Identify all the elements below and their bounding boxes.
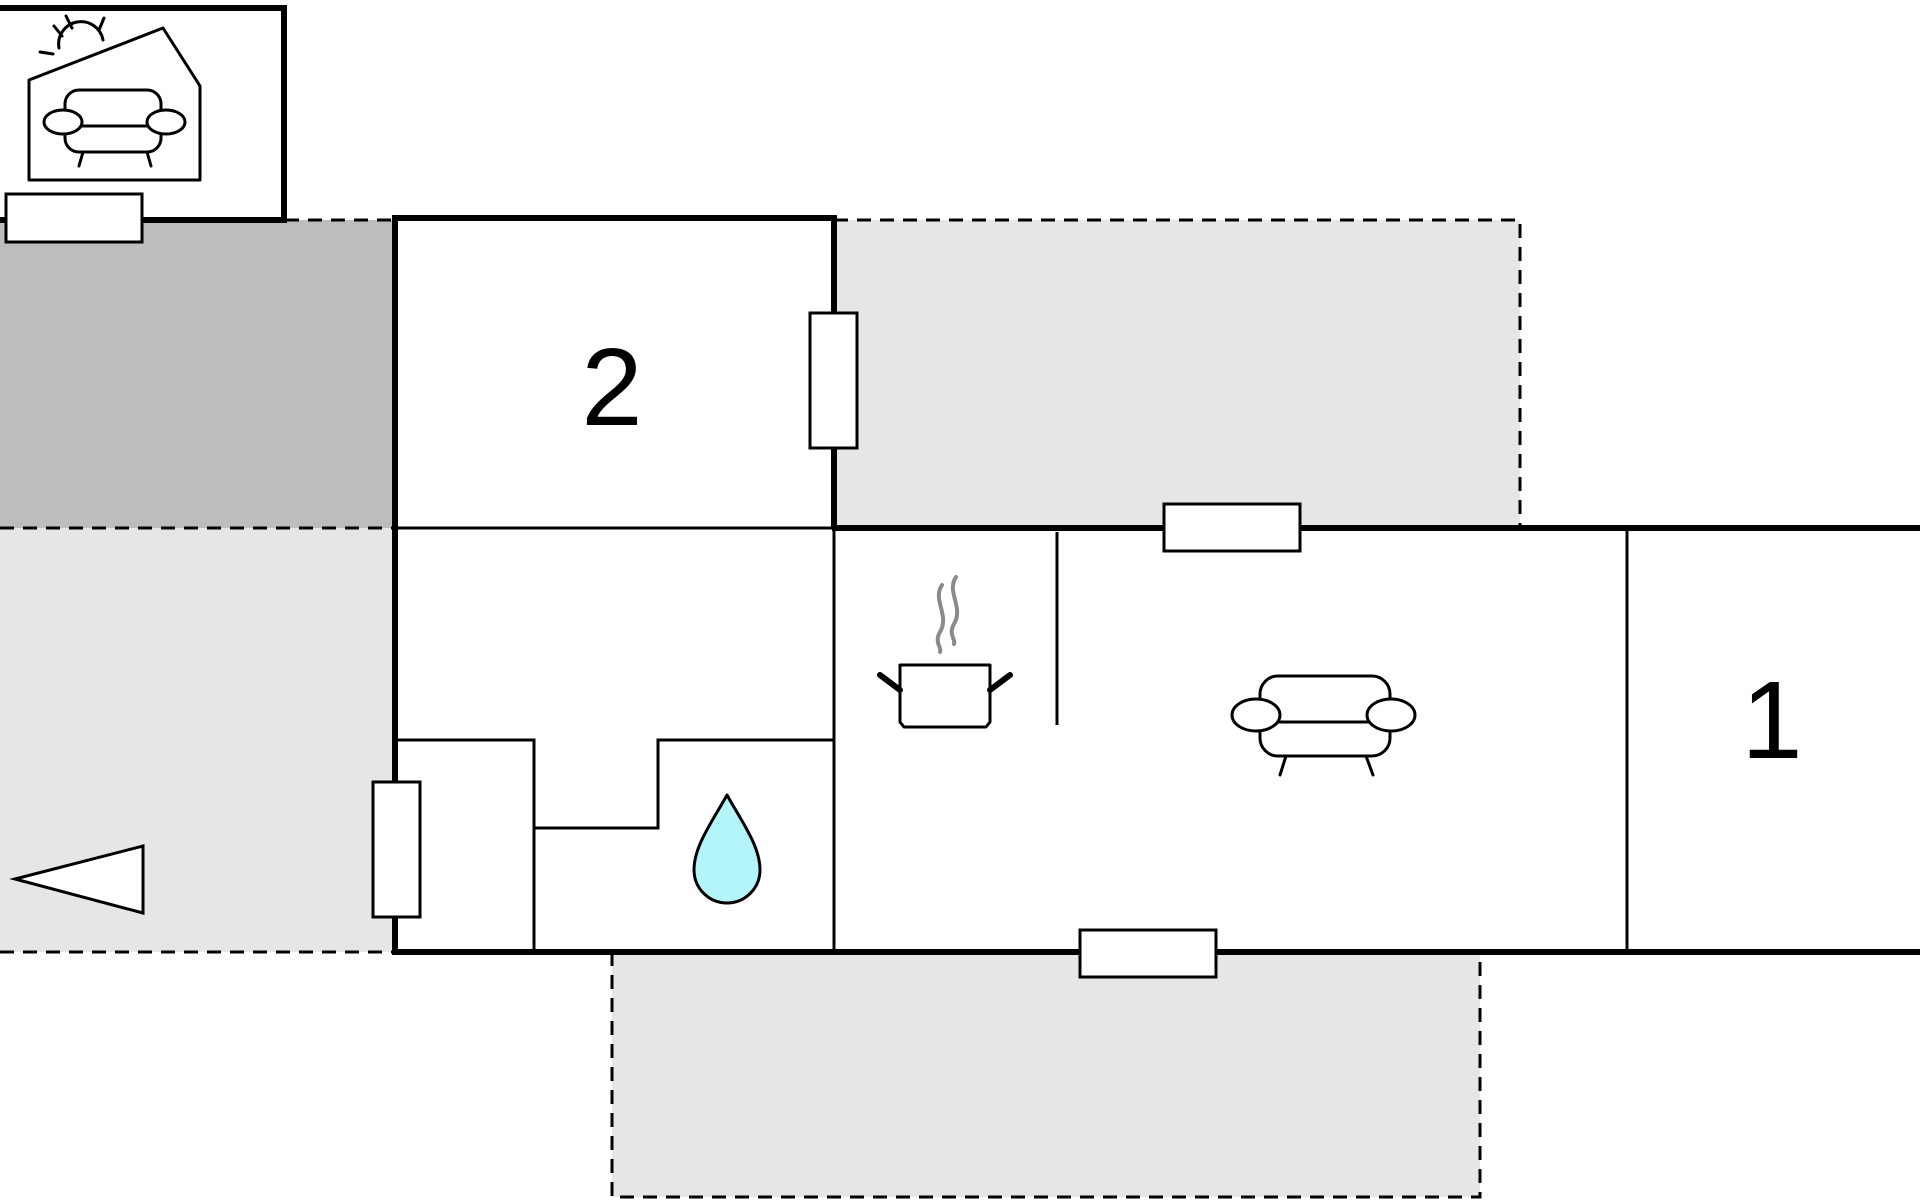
terrace-bottom bbox=[612, 952, 1480, 1197]
room-number-1: 1 bbox=[1741, 659, 1802, 782]
water-drop-icon bbox=[692, 793, 762, 905]
window-conservatory bbox=[4, 192, 144, 244]
interior-walls bbox=[395, 526, 1629, 952]
terrace-bottom-boundary bbox=[610, 952, 1482, 1199]
window-living-bottom bbox=[1078, 928, 1218, 979]
outdoor-areas bbox=[0, 220, 1520, 1197]
terrace-boundaries bbox=[0, 218, 1522, 1199]
toilet-wall bbox=[395, 738, 536, 952]
bathroom-wall bbox=[534, 738, 834, 830]
window-bedroom-2 bbox=[808, 311, 859, 450]
window-toilet bbox=[371, 780, 422, 919]
window-living-top bbox=[1162, 502, 1302, 553]
covered-terrace bbox=[0, 220, 395, 528]
room-number-2: 2 bbox=[581, 326, 642, 449]
terrace-top bbox=[834, 220, 1520, 528]
sofa-icon bbox=[1230, 674, 1417, 777]
entrance-arrow-icon bbox=[9, 844, 145, 915]
windows bbox=[4, 192, 1302, 979]
sunroom-icon bbox=[27, 14, 202, 182]
pot-icon bbox=[877, 575, 1013, 729]
